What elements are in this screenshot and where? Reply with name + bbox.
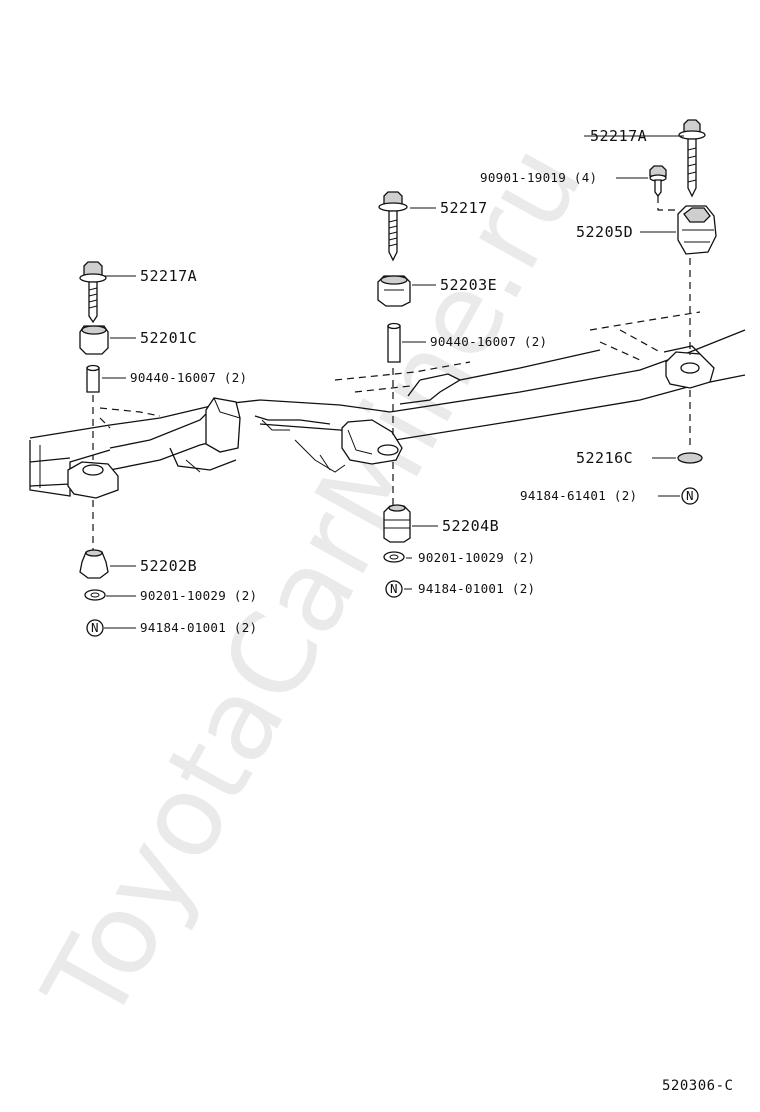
callout-52205d: 52205D [576, 223, 633, 241]
callout-90201-10029-left: 90201-10029 (2) [140, 588, 257, 603]
right-mount-parts [649, 119, 717, 505]
callout-94184-61401: 94184-61401 (2) [520, 488, 637, 503]
callout-52203e: 52203E [440, 276, 497, 294]
frame-assembly [29, 311, 746, 499]
middle-mount-parts [377, 191, 411, 598]
nut-marker-left: N [91, 620, 99, 635]
left-mount-parts [79, 261, 109, 637]
callout-52201c: 52201C [140, 329, 197, 347]
callout-52202b: 52202B [140, 557, 197, 575]
nut-markers: N N N [91, 488, 694, 635]
callout-94184-01001-middle: 94184-01001 (2) [418, 581, 535, 596]
diagram-code: 520306-C [662, 1078, 733, 1094]
callout-90440-16007-left: 90440-16007 (2) [130, 370, 247, 385]
nut-marker-right: N [686, 488, 694, 503]
callout-52216c: 52216C [576, 449, 633, 467]
leader-lines [102, 135, 684, 629]
callout-labels: 52217A 90901-19019 (4) 52217 52205D 5221… [130, 127, 647, 635]
callout-52217a-left: 52217A [140, 267, 197, 285]
callout-94184-01001-left: 94184-01001 (2) [140, 620, 257, 635]
callout-90440-16007-middle: 90440-16007 (2) [430, 334, 547, 349]
callout-52217a-right: 52217A [590, 127, 647, 145]
nut-marker-middle: N [390, 581, 398, 596]
assembly-axes [92, 196, 691, 550]
callout-52217: 52217 [440, 199, 488, 217]
callout-90901-19019: 90901-19019 (4) [480, 170, 597, 185]
callout-90201-10029-middle: 90201-10029 (2) [418, 550, 535, 565]
callout-52204b: 52204B [442, 517, 499, 535]
